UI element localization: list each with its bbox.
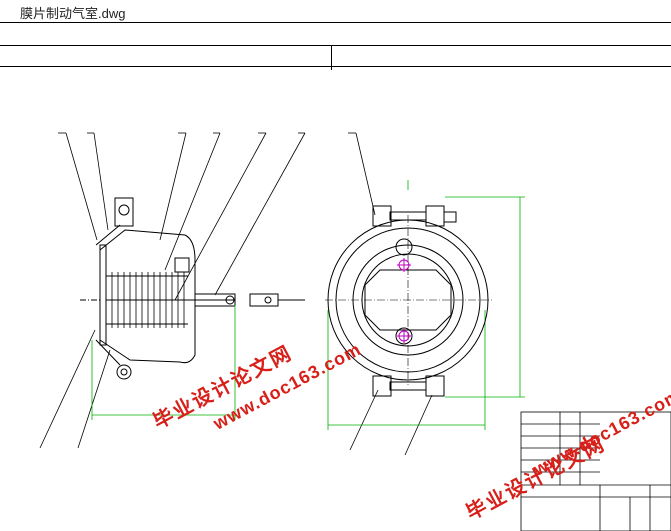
toolbar-separator <box>331 46 332 70</box>
dimension-lines <box>91 180 525 430</box>
window-titlebar: 膜片制动气室.dwg <box>0 0 671 23</box>
viewer-toolbar <box>0 45 671 70</box>
section-view <box>80 197 305 380</box>
front-view <box>325 205 492 397</box>
technical-notes <box>562 228 632 288</box>
cad-drawing-canvas[interactable] <box>0 66 671 531</box>
center-marks <box>397 258 411 343</box>
window-title: 膜片制动气室.dwg <box>20 6 126 21</box>
title-block <box>520 411 671 531</box>
leader-lines <box>39 132 433 456</box>
